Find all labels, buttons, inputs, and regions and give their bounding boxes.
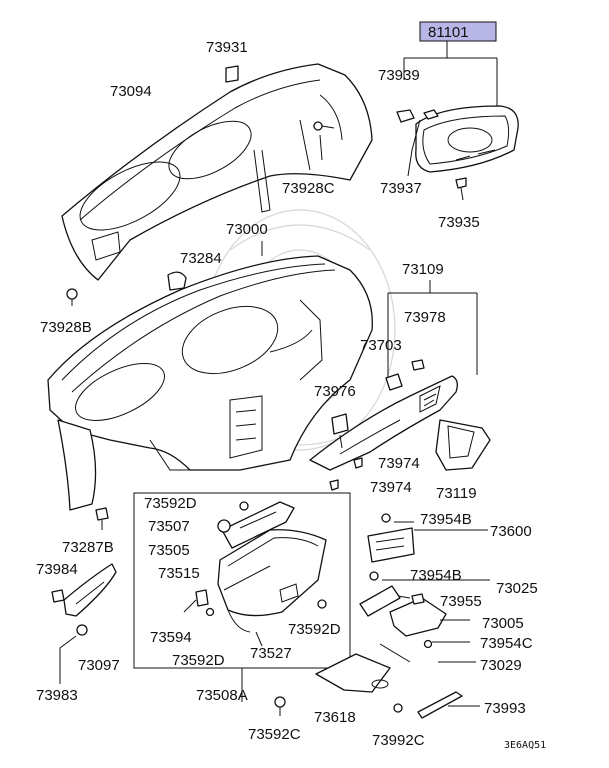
rod-73993 — [417, 691, 463, 719]
label-73287b: 73287B — [62, 539, 114, 556]
label-73983: 73983 — [36, 687, 78, 704]
label-73025: 73025 — [496, 580, 538, 597]
combination-meter — [415, 105, 519, 173]
label-73515: 73515 — [158, 565, 200, 582]
label-73592d-top: 73592D — [144, 495, 197, 512]
label-73097: 73097 — [78, 657, 120, 674]
bracket-73025 — [359, 585, 401, 617]
label-73005: 73005 — [482, 615, 524, 632]
meter-clip-73939 — [396, 109, 439, 123]
screw-73954c — [423, 639, 433, 649]
tray-73618 — [315, 653, 391, 693]
clip-73955 — [411, 593, 425, 605]
lock-73515 — [195, 589, 209, 607]
pin-73594 — [183, 599, 197, 613]
label-73928b: 73928B — [40, 319, 92, 336]
label-73527: 73527 — [250, 645, 292, 662]
label-73600: 73600 — [490, 523, 532, 540]
screw-73592c — [274, 696, 286, 716]
bracket-73703 — [385, 373, 403, 391]
label-73592d-right: 73592D — [288, 621, 341, 638]
label-73000: 73000 — [226, 221, 268, 238]
label-73029: 73029 — [480, 657, 522, 674]
highlight-81101 — [419, 21, 497, 42]
upper-panel-73094 — [61, 63, 373, 281]
bolt-73928b — [66, 288, 78, 306]
bolt-73928c — [313, 121, 335, 131]
label-73937: 73937 — [380, 180, 422, 197]
label-73508a: 73508A — [196, 687, 248, 704]
glove-box-73508a — [217, 529, 327, 633]
bumper-73507 — [217, 519, 231, 533]
label-73954b-lower: 73954B — [410, 567, 462, 584]
label-73954c: 73954C — [480, 635, 533, 652]
label-73507: 73507 — [148, 518, 190, 535]
right-lower-panel-73109 — [309, 375, 458, 471]
label-73993: 73993 — [484, 700, 526, 717]
screw-73992c — [393, 703, 403, 713]
label-73955: 73955 — [440, 593, 482, 610]
label-73094: 73094 — [110, 83, 152, 100]
label-73284: 73284 — [180, 250, 222, 267]
cover-73097 — [63, 563, 117, 617]
label-73618: 73618 — [314, 709, 356, 726]
clip-73287b — [95, 507, 109, 530]
bracket-73600 — [367, 527, 415, 563]
label-73505: 73505 — [148, 542, 190, 559]
label-73931: 73931 — [206, 39, 248, 56]
label-73978: 73978 — [404, 309, 446, 326]
screw-73592d — [205, 501, 327, 617]
label-73974-lower: 73974 — [370, 479, 412, 496]
label-73592d-bottom: 73592D — [172, 652, 225, 669]
label-73594: 73594 — [150, 629, 192, 646]
label-73984: 73984 — [36, 561, 78, 578]
label-73592c: 73592C — [248, 726, 301, 743]
label-73954b-upper: 73954B — [420, 511, 472, 528]
label-73109: 73109 — [402, 261, 444, 278]
dashboard-panel-73000 — [47, 255, 373, 511]
glove-box-lid-73505 — [221, 501, 295, 549]
diagram-code: 3E6AQ51 — [504, 740, 546, 751]
label-73703: 73703 — [360, 337, 402, 354]
clip-73284 — [167, 271, 187, 291]
label-81101: 81101 — [428, 24, 469, 41]
clip-73978 — [411, 359, 425, 371]
label-73992c: 73992C — [372, 732, 425, 749]
clip-73931 — [225, 65, 239, 83]
screw-73983 — [76, 624, 88, 636]
label-73928c: 73928C — [282, 180, 335, 197]
label-73119: 73119 — [436, 485, 477, 502]
screw-73974 — [329, 457, 363, 491]
label-73974-upper: 73974 — [378, 455, 420, 472]
label-73935: 73935 — [438, 214, 480, 231]
pocket-73119 — [435, 419, 491, 471]
clip-73976 — [331, 413, 349, 435]
screw-73954b — [369, 513, 391, 581]
clip-73984 — [51, 589, 65, 603]
screw-73935 — [455, 177, 467, 201]
label-73976: 73976 — [314, 383, 356, 400]
label-73939: 73939 — [378, 67, 420, 84]
